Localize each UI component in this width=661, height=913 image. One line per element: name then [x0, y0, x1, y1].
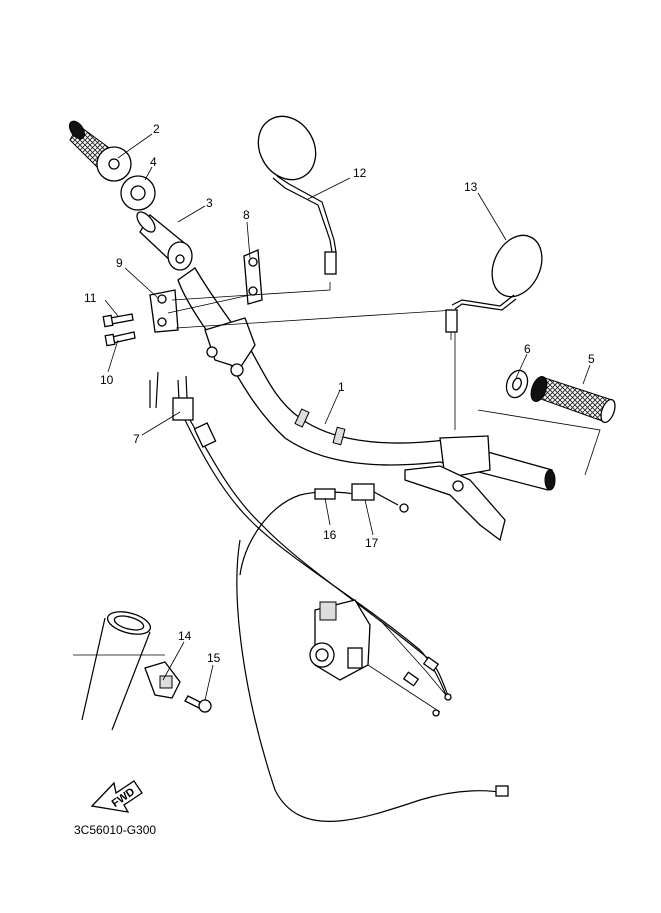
diagram-part-code: 3C56010-G300 — [74, 823, 157, 837]
callout-11: 11 — [84, 291, 97, 305]
cable-guide — [144, 661, 181, 699]
throttle-tube — [136, 211, 193, 271]
mirror-left — [257, 115, 337, 275]
cable-adjuster — [239, 483, 409, 576]
callout-17: 17 — [365, 536, 379, 550]
screw-upper — [102, 313, 134, 328]
callout-15: 15 — [207, 651, 221, 665]
grip-washer — [505, 369, 529, 399]
callout-4: 4 — [150, 155, 157, 169]
callout-10: 10 — [100, 373, 114, 387]
carburetor — [309, 599, 452, 717]
callout-13: 13 — [464, 180, 478, 194]
right-grip — [477, 376, 616, 476]
fwd-arrow-icon: FWD — [90, 780, 143, 813]
mirror-right — [445, 234, 543, 340]
throttle-holder-upper — [243, 249, 263, 305]
brake-lever — [404, 435, 506, 542]
callout-8: 8 — [243, 208, 250, 222]
left-grip — [68, 120, 132, 182]
leader-lines — [104, 133, 591, 701]
throttle-holder-lower — [149, 289, 179, 333]
callout-2: 2 — [153, 122, 160, 136]
handlebar — [177, 267, 556, 491]
callout-6: 6 — [524, 342, 531, 356]
callout-5: 5 — [588, 352, 595, 366]
bolt — [184, 695, 212, 713]
callout-14: 14 — [178, 629, 192, 643]
screw-lower — [104, 331, 136, 347]
callout-9: 9 — [116, 256, 123, 270]
washer — [120, 175, 156, 211]
callout-3: 3 — [206, 196, 213, 210]
callout-16: 16 — [323, 528, 337, 542]
handlebar-clamp — [204, 317, 256, 377]
callout-7: 7 — [133, 432, 140, 446]
throttle-cable — [149, 371, 509, 822]
callout-1: 1 — [338, 380, 345, 394]
callout-12: 12 — [353, 166, 367, 180]
frame-head-pipe — [73, 611, 165, 731]
